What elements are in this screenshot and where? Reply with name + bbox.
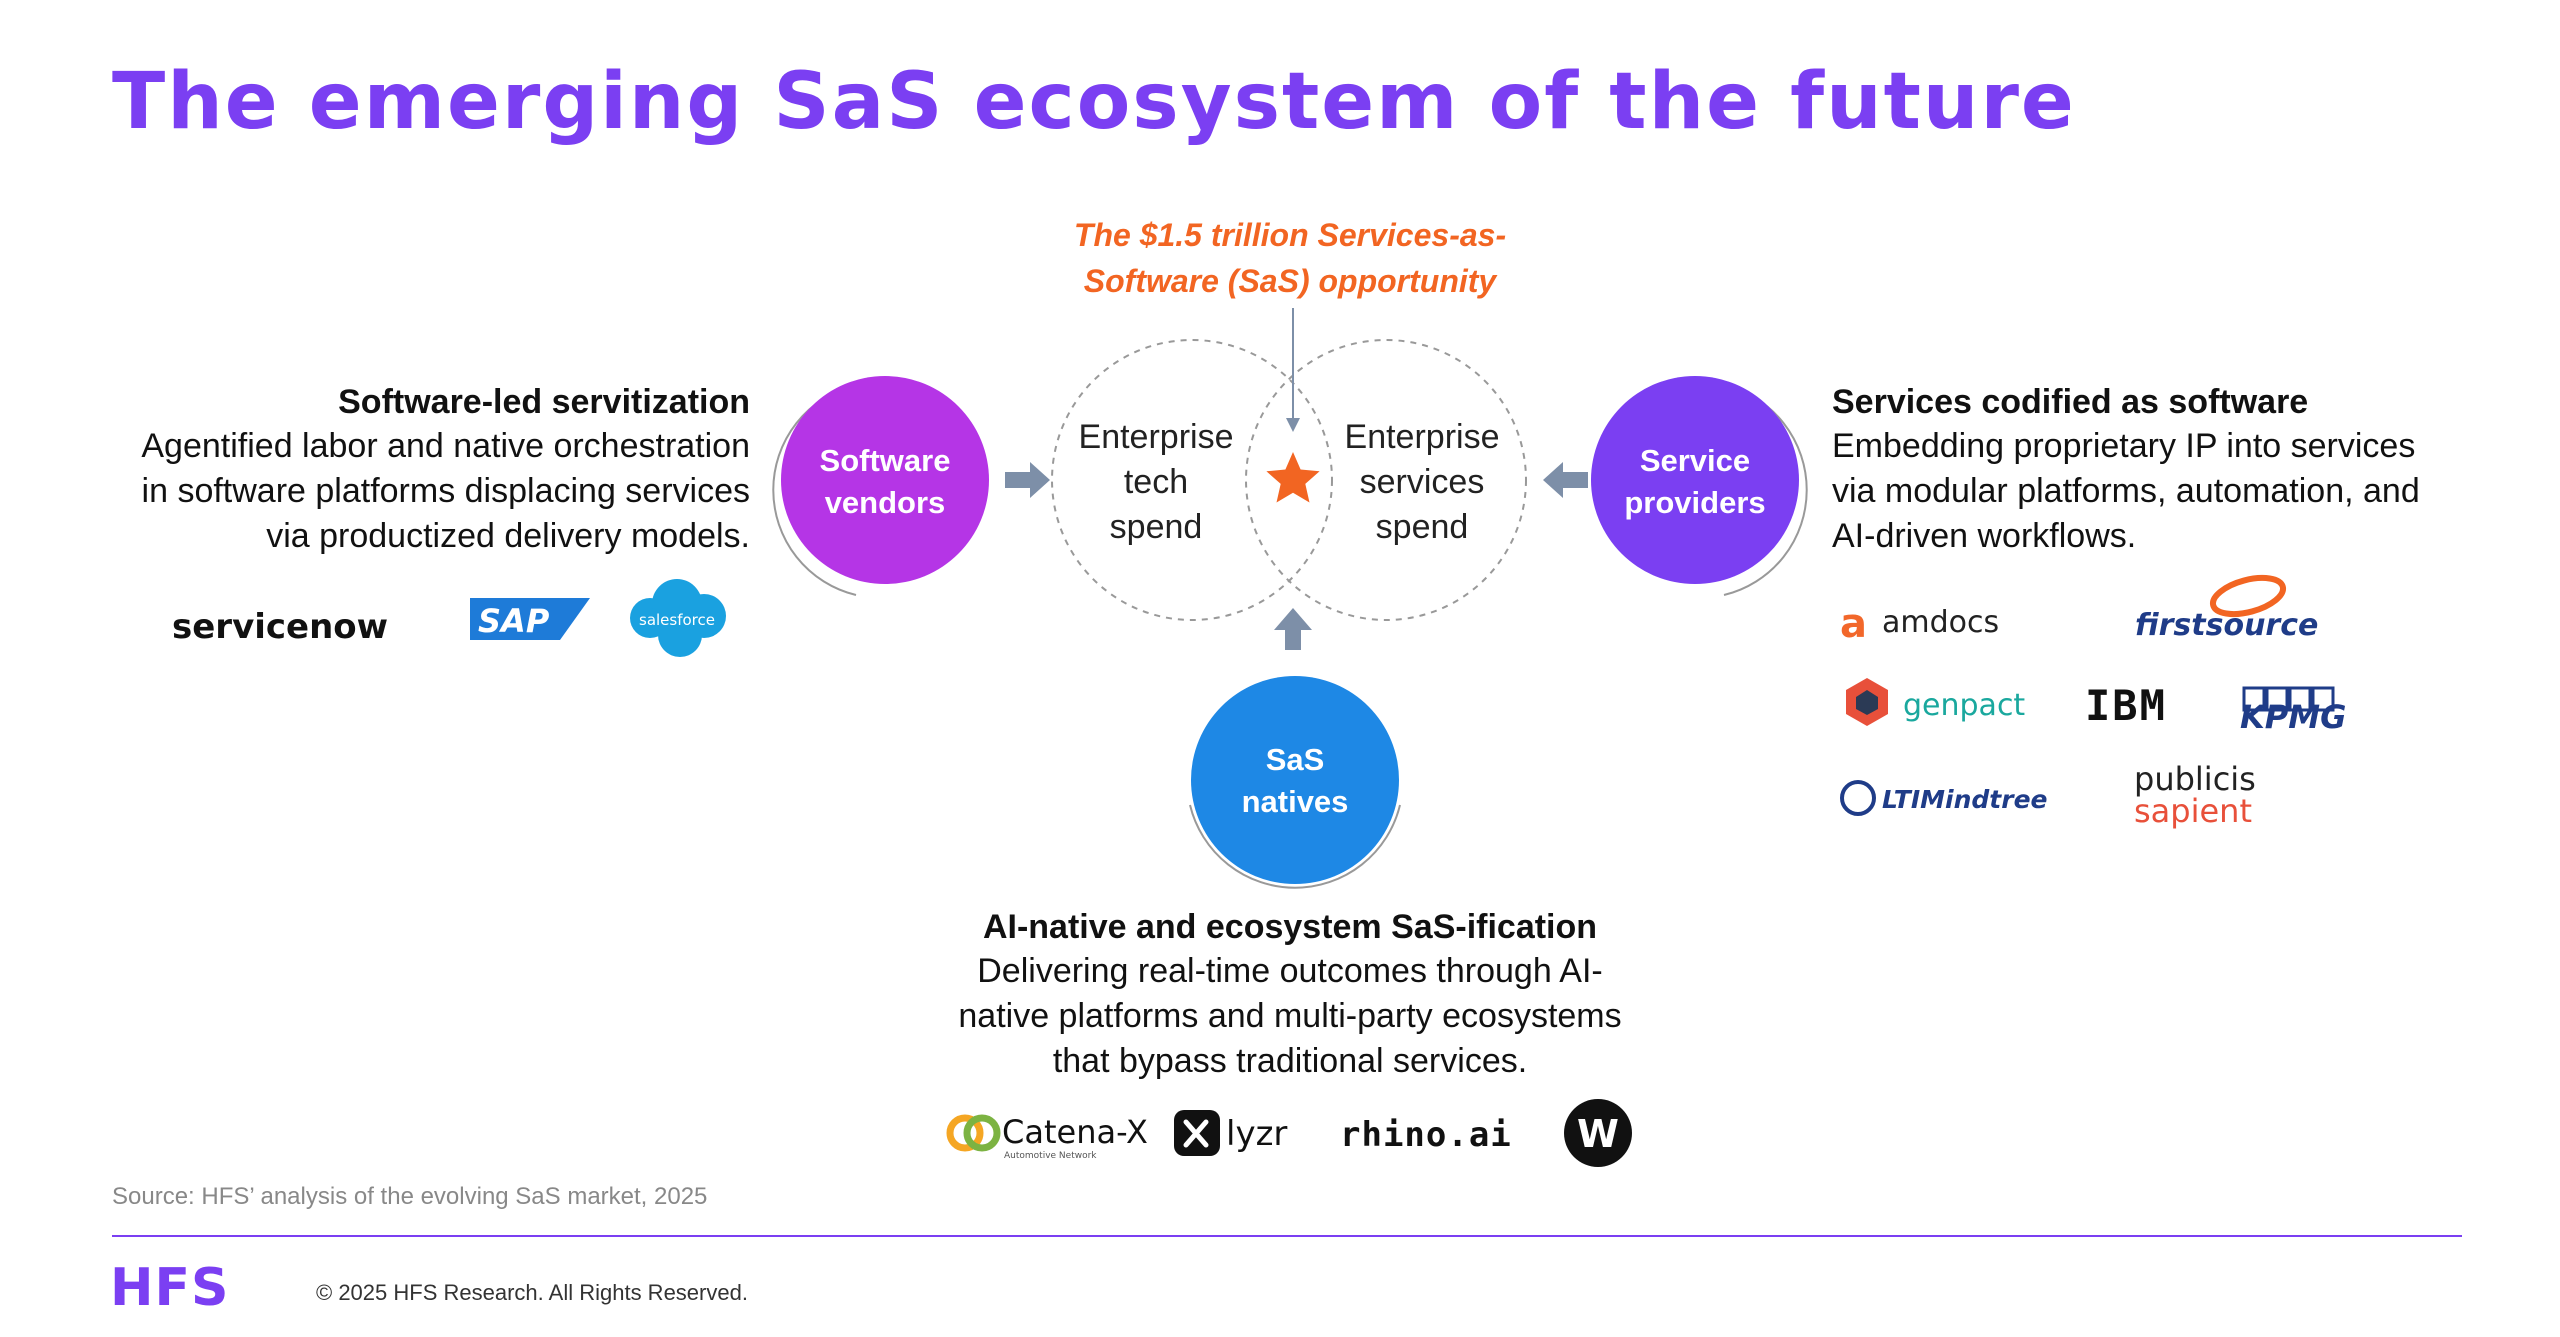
servicenow-logo: servicenow — [172, 607, 388, 647]
venn-left-line-1: Enterprise — [1079, 418, 1234, 456]
left-line-2: in software platforms displacing service… — [141, 472, 750, 510]
right-heading: Services codified as software — [1832, 383, 2309, 421]
genpact-logo: genpact — [1903, 688, 2025, 723]
kpmg-logo: KPMG — [2240, 698, 2346, 736]
sas-natives-arc — [1189, 804, 1401, 889]
bottom-line-1: Delivering real-time outcomes through AI… — [977, 952, 1603, 990]
sap-logo-shape — [470, 598, 590, 640]
sap-logo: SAP — [478, 602, 550, 640]
ltimindtree-mark-icon — [1840, 780, 1876, 816]
ai-native-block: AI-native and ecosystem SaS-ification De… — [930, 905, 1650, 1084]
service-providers-label-2: providers — [1624, 485, 1765, 520]
software-vendors-label-2: vendors — [825, 485, 946, 520]
opportunity-line-1: The $1.5 trillion Services-as- — [1073, 217, 1507, 253]
sas-natives-node — [1191, 676, 1399, 884]
left-line-3: via productized delivery models. — [266, 517, 750, 555]
w-logo: W — [1577, 1112, 1619, 1156]
software-vendors-label-1: Software — [820, 443, 951, 478]
amdocs-logo: amdocs — [1882, 605, 1999, 640]
page-title: The emerging SaS ecosystem of the future — [112, 57, 2076, 147]
software-led-servitization-block: Software-led servitization Agentified la… — [100, 380, 750, 559]
firstsource-swoosh-icon — [2209, 574, 2287, 618]
catenax-logo: Catena-X — [1002, 1113, 1148, 1151]
copyright: © 2025 HFS Research. All Rights Reserved… — [316, 1280, 748, 1305]
opportunity-line-2: Software (SaS) opportunity — [1083, 263, 1497, 299]
lyzr-logo: lyzr — [1226, 1114, 1287, 1154]
services-codified-block: Services codified as software Embedding … — [1832, 380, 2492, 559]
kpmg-boxes-icon — [2242, 686, 2335, 712]
star-icon — [1266, 452, 1320, 503]
venn-left-line-2: tech — [1124, 463, 1188, 501]
venn-right-line-3: spend — [1376, 508, 1469, 546]
venn-circle-tech — [1051, 339, 1333, 621]
service-providers-node — [1591, 376, 1799, 584]
source-note: Source: HFS’ analysis of the evolving Sa… — [112, 1183, 708, 1210]
right-line-1: Embedding proprietary IP into services — [1832, 427, 2416, 465]
hfs-logo: HFS — [110, 1258, 230, 1318]
venn-right-line-1: Enterprise — [1345, 418, 1500, 456]
sapient-logo: sapient — [2134, 792, 2252, 830]
rhino-ai-logo: rhino.ai — [1340, 1115, 1512, 1155]
bottom-line-2: native platforms and multi-party ecosyst… — [958, 997, 1622, 1035]
catenax-mark-icon — [946, 1114, 1001, 1152]
salesforce-logo: salesforce — [639, 611, 715, 629]
software-vendors-node — [781, 376, 989, 584]
catenax-sub-label: Automotive Network — [1004, 1151, 1097, 1161]
opportunity-pointer-head — [1286, 418, 1300, 432]
firstsource-logo: firstsource — [2135, 608, 2318, 643]
footer-divider — [112, 1235, 2462, 1237]
ltimindtree-logo: LTIMindtree — [1882, 785, 2047, 814]
ibm-logo: IBM — [2085, 681, 2167, 730]
right-line-2: via modular platforms, automation, and — [1832, 472, 2420, 510]
sas-natives-label-2: natives — [1242, 784, 1349, 819]
w-logo-badge — [1564, 1099, 1632, 1167]
sas-natives-label-1: SaS — [1266, 742, 1325, 777]
left-heading: Software-led servitization — [338, 383, 750, 421]
venn-left-line-3: spend — [1110, 508, 1203, 546]
arrow-left-icon — [1543, 462, 1588, 498]
venn-right-line-2: services — [1360, 463, 1485, 501]
left-line-1: Agentified labor and native orchestratio… — [141, 427, 750, 465]
right-line-3: AI-driven workflows. — [1832, 517, 2137, 555]
amdocs-mark-icon: a — [1840, 601, 1867, 647]
publicis-logo: publicis — [2134, 760, 2256, 798]
venn-circle-services — [1245, 339, 1527, 621]
service-providers-label-1: Service — [1640, 443, 1750, 478]
bottom-heading: AI-native and ecosystem SaS-ification — [982, 908, 1598, 946]
arrow-right-icon — [1005, 462, 1050, 498]
arrow-up-icon — [1274, 608, 1312, 650]
opportunity-callout: The $1.5 trillion Services-as- Software … — [960, 212, 1620, 304]
salesforce-cloud-icon — [630, 579, 726, 657]
bottom-line-3: that bypass traditional services. — [1052, 1042, 1528, 1080]
